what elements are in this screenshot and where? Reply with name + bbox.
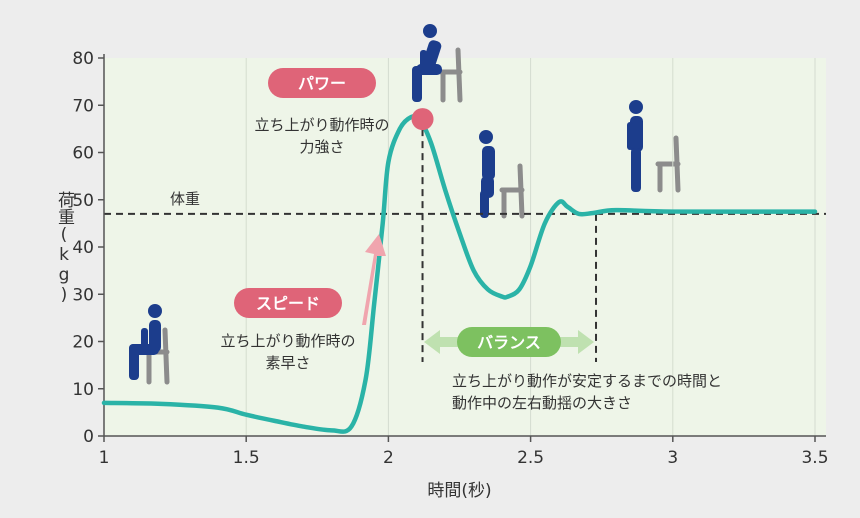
balance-description: 立ち上がり動作が安定するまでの時間と <box>452 372 722 390</box>
y-tick-label: 60 <box>72 144 94 164</box>
y-tick-label: 40 <box>72 238 94 258</box>
y-tick-label: 80 <box>72 49 94 69</box>
x-tick-label: 3 <box>667 448 678 468</box>
x-axis-title: 時間(秒) <box>427 481 491 501</box>
y-tick-label: 10 <box>72 380 94 400</box>
balance-pill-bg <box>457 327 561 357</box>
x-tick-label: 1.5 <box>233 448 260 468</box>
power-description: 力強さ <box>299 138 344 156</box>
x-tick-label: 1 <box>99 448 110 468</box>
standing-up-person-icon <box>479 130 525 219</box>
y-tick-label: 30 <box>72 285 94 305</box>
balance-pill-label: バランス <box>477 333 541 352</box>
speed-pill-label: スピード <box>256 294 320 313</box>
x-tick-label: 3.5 <box>801 448 828 468</box>
y-tick-label: 20 <box>72 333 94 353</box>
speed-pill-bg <box>234 288 342 318</box>
peak-point <box>411 108 434 131</box>
balance-description: 動作中の左右動揺の大きさ <box>452 394 632 412</box>
sitting-person-icon <box>129 304 170 385</box>
y-tick-label: 0 <box>83 427 94 447</box>
power-pill: パワー <box>268 68 376 98</box>
power-pill-bg <box>268 68 376 98</box>
standing-person-icon <box>627 100 681 193</box>
power-description: 立ち上がり動作時の <box>254 116 389 134</box>
x-tick-label: 2 <box>383 448 394 468</box>
y-tick-label: 70 <box>72 96 94 116</box>
rising-person-icon <box>412 24 463 103</box>
load-series-line <box>101 113 818 434</box>
y-tick-label: 50 <box>72 191 94 211</box>
speed-description: 素早さ <box>265 354 310 372</box>
speed-description: 立ち上がり動作時の <box>220 332 355 350</box>
y-axis-title: 荷重(kg) <box>54 191 75 305</box>
balance-pill: バランス <box>457 327 561 357</box>
power-pill-label: パワー <box>298 74 346 93</box>
speed-pill: スピード <box>234 288 342 318</box>
x-tick-label: 2.5 <box>517 448 544 468</box>
body-weight-label: 体重 <box>170 190 200 208</box>
speed-arrow <box>362 234 386 325</box>
